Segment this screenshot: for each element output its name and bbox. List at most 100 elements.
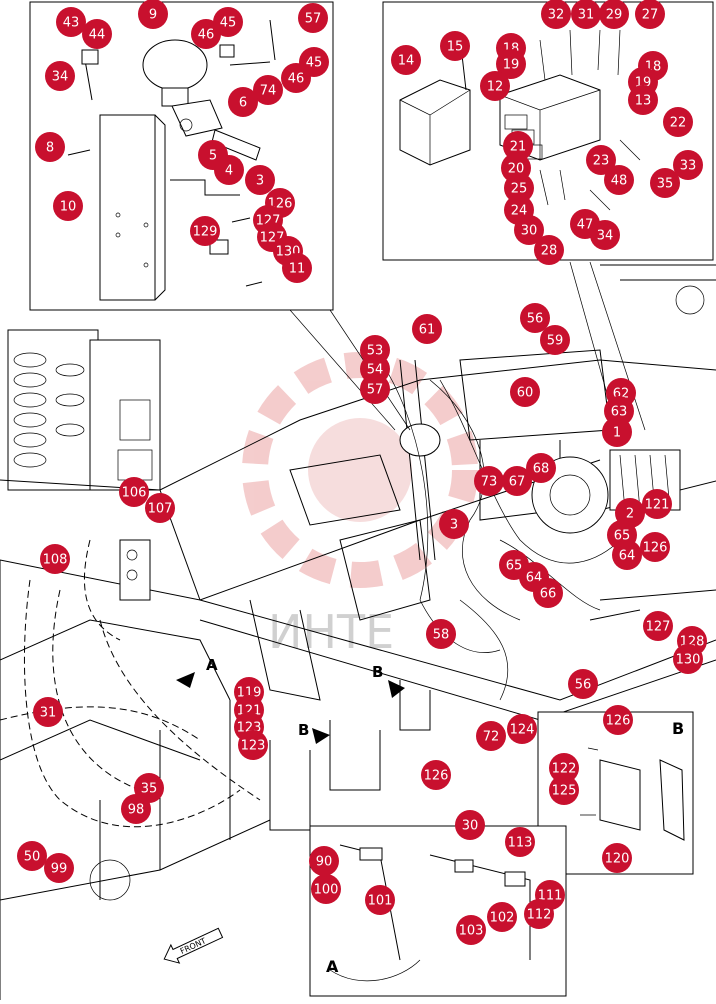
callout-number: 68: [533, 462, 550, 477]
callout-number: 25: [511, 182, 528, 197]
callout-127: 127: [643, 611, 673, 641]
callout-badge: [503, 131, 533, 161]
callout-120: 120: [602, 843, 632, 873]
callout-number: 108: [43, 553, 68, 568]
front-arrow-icon: FRONT: [163, 927, 224, 964]
callout-number: 100: [314, 883, 339, 898]
callout-badge: [534, 235, 564, 265]
callout-number: 45: [306, 56, 323, 71]
callout-number: 98: [128, 803, 145, 818]
callout-badge: [421, 760, 451, 790]
callout-number: 73: [481, 475, 498, 490]
callout-57: 57: [298, 3, 328, 33]
callout-number: 56: [575, 678, 592, 693]
callout-badge: [599, 0, 629, 29]
callout-badge: [245, 165, 275, 195]
callout-number: 27: [642, 8, 659, 23]
callout-59: 59: [540, 325, 570, 355]
callout-number: 34: [52, 70, 69, 85]
callout-number: 30: [521, 224, 538, 239]
callout-number: 22: [670, 116, 687, 131]
callout-46: 46: [191, 19, 221, 49]
callout-74: 74: [253, 75, 283, 105]
view-label-a-inset: A: [326, 957, 339, 976]
callout-badge: [502, 466, 532, 496]
callout-126: 126: [640, 532, 670, 562]
callout-30: 30: [455, 810, 485, 840]
callout-48: 48: [604, 165, 634, 195]
callout-56: 56: [520, 303, 550, 333]
callout-number: 2: [626, 507, 634, 522]
callout-number: 101: [368, 894, 393, 909]
callout-15: 15: [440, 31, 470, 61]
callout-67: 67: [502, 466, 532, 496]
callout-number: 6: [239, 96, 247, 111]
callout-number: 111: [538, 889, 563, 904]
callout-badge: [426, 619, 456, 649]
callout-badge: [520, 303, 550, 333]
callout-4: 4: [214, 155, 244, 185]
callout-badge: [299, 47, 329, 77]
callout-57: 57: [360, 374, 390, 404]
callout-badge: [365, 885, 395, 915]
callout-60: 60: [510, 377, 540, 407]
callout-number: 46: [288, 72, 305, 87]
callout-number: 127: [646, 620, 671, 635]
callout-73: 73: [474, 466, 504, 496]
callout-badge: [590, 220, 620, 250]
callout-100: 100: [311, 874, 341, 904]
callout-66: 66: [533, 578, 563, 608]
callout-number: 30: [462, 819, 479, 834]
callout-number: 130: [676, 653, 701, 668]
callout-badge: [571, 0, 601, 29]
callout-badge: [487, 902, 517, 932]
callout-number: 23: [593, 154, 610, 169]
callout-32: 32: [541, 0, 571, 29]
callout-number: 43: [63, 16, 80, 31]
callout-badge: [586, 145, 616, 175]
callout-badge: [526, 453, 556, 483]
callout-13: 13: [628, 85, 658, 115]
callout-number: 129: [193, 225, 218, 240]
callout-badge: [190, 216, 220, 246]
callout-badge: [549, 753, 579, 783]
callout-126: 126: [421, 760, 451, 790]
callout-112: 112: [524, 899, 554, 929]
callout-number: 3: [256, 174, 264, 189]
callout-number: 120: [605, 852, 630, 867]
callout-68: 68: [526, 453, 556, 483]
callout-badge: [119, 477, 149, 507]
callout-10: 10: [53, 191, 83, 221]
callout-badge: [549, 775, 579, 805]
callout-badge: [514, 215, 544, 245]
callout-number: 57: [367, 383, 384, 398]
callout-number: 11: [289, 262, 306, 277]
callout-number: 10: [60, 200, 77, 215]
callout-badge: [82, 19, 112, 49]
callout-number: 126: [643, 541, 668, 556]
callout-badge: [504, 173, 534, 203]
callout-badge: [455, 810, 485, 840]
callout-number: 28: [541, 244, 558, 259]
callout-number: 9: [149, 8, 157, 23]
callout-number: 90: [316, 855, 333, 870]
callout-122: 122: [549, 753, 579, 783]
callout-badge: [496, 49, 526, 79]
callout-number: 50: [24, 850, 41, 865]
view-label-a-main: A: [206, 656, 218, 674]
callout-badge: [628, 85, 658, 115]
callout-badge: [17, 841, 47, 871]
callout-130: 130: [673, 644, 703, 674]
callout-number: 57: [305, 12, 322, 27]
callout-badge: [524, 899, 554, 929]
callout-98: 98: [121, 794, 151, 824]
callout-badge: [45, 61, 75, 91]
callout-58: 58: [426, 619, 456, 649]
callout-number: 1: [613, 426, 621, 441]
callout-badge: [391, 45, 421, 75]
callout-45: 45: [299, 47, 329, 77]
callout-number: 59: [547, 334, 564, 349]
callout-number: 123: [241, 739, 266, 754]
